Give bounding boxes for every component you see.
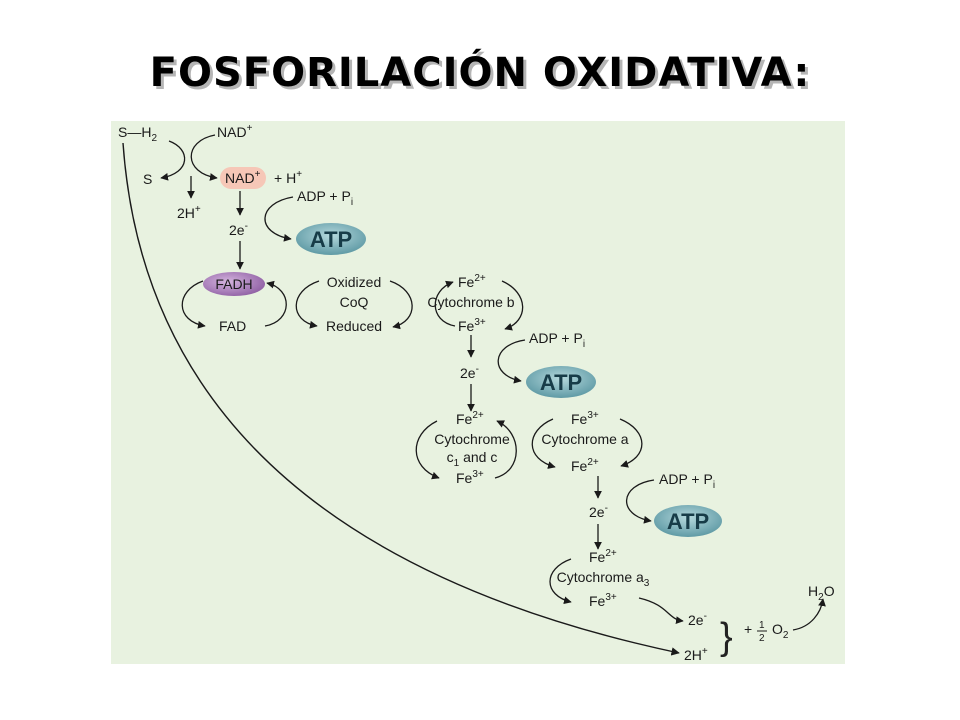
adp-pi-label-2: ADP + Pi [529,330,585,350]
nad-to-nadh-arrow [190,134,218,181]
cyta-to-a3-arrow [619,418,643,468]
h2o-label: H2O [808,583,835,603]
two-h-plus-label: 2H+ [177,204,201,221]
cytb-to-c-arrow [501,280,524,331]
sh2-to-s-arrow [160,140,186,181]
fadh-to-fad-arrow [181,280,206,329]
fadh-pill [203,272,265,296]
cyta-reduce-arrow [531,418,556,469]
two-e-label-1: 2e- [229,221,248,238]
cytc-reduce-arrow [415,420,440,480]
atp-pill-2 [526,366,596,398]
coq-oxidize-arrow [434,280,456,327]
fadh-label: FADH [215,276,252,292]
fe2-a3-label: Fe2+ [589,548,617,565]
cytb-reduce-arrow [389,280,413,330]
atp-arrow-2 [497,339,526,384]
atp-label-1: ATP [310,227,352,252]
c1-and-c-label: c1 and c [447,449,498,469]
s-label: S [143,171,152,187]
reduced-label: Reduced [326,318,382,334]
diagram-panel: S—H2 NAD+ S 2H+ NAD+ + H+ 2e- ADP + Pi A… [111,121,845,664]
o2-to-h2o-arrow [792,598,826,631]
atp-label-3: ATP [667,509,709,534]
fe3-a3-label: Fe3+ [589,592,617,609]
cyta3-reduce-arrow [549,558,572,605]
half-denominator: 2 [759,633,765,644]
half-numerator: 1 [759,620,765,631]
brace: } [720,616,733,658]
fad-oxidize-arrow [264,280,287,327]
cytochrome-c-label: Cytochrome [434,431,510,447]
plus-h-label: + H+ [274,169,302,186]
atp-label-2: ATP [540,370,582,395]
fe3-a-label: Fe3+ [571,410,599,427]
electron-transport-diagram: S—H2 NAD+ S 2H+ NAD+ + H+ 2e- ADP + Pi A… [111,121,845,664]
atp-pill-1 [296,223,366,255]
panel-background [111,121,845,664]
coq-reduce-arrow [295,280,320,329]
nad-pill [220,167,266,189]
nad-pill-label: NAD+ [225,169,261,186]
two-e-label-3: 2e- [589,503,608,520]
cytochrome-a3-label: Cytochrome a3 [557,569,650,589]
oxidized-label: Oxidized [327,274,381,290]
coq-label: CoQ [340,294,369,310]
atp-arrow-3 [625,479,655,524]
atp-arrow-1 [264,196,294,242]
page-title: FOSFORILACIÓN OXIDATIVA: [149,50,811,96]
cytc-to-a-arrow [494,420,517,479]
atp-pill-3 [654,505,722,537]
cytochrome-b-label: Cytochrome b [427,294,514,310]
fe2-c-label: Fe2+ [456,410,484,427]
fe2-b-label: Fe2+ [458,273,486,290]
fad-label: FAD [219,318,246,334]
cytochrome-a-label: Cytochrome a [541,431,628,447]
two-e-label-2: 2e- [460,364,479,381]
two-e-label-4: 2e- [688,611,707,628]
cyta3-to-o2-arrow [638,597,684,624]
o2-label: O2 [772,621,789,641]
adp-pi-label-3: ADP + Pi [659,471,715,491]
s-h2-label: S—H2 [118,124,157,144]
fe3-c-label: Fe3+ [456,469,484,486]
nad-plus-label: NAD+ [217,123,253,140]
fe3-b-label: Fe3+ [458,317,486,334]
fe2-a-label: Fe2+ [571,457,599,474]
adp-pi-label-1: ADP + Pi [297,188,353,208]
two-h-plus-label-2: 2H+ [684,646,708,663]
plus-sign: + [744,621,752,637]
proton-arc [122,142,680,656]
